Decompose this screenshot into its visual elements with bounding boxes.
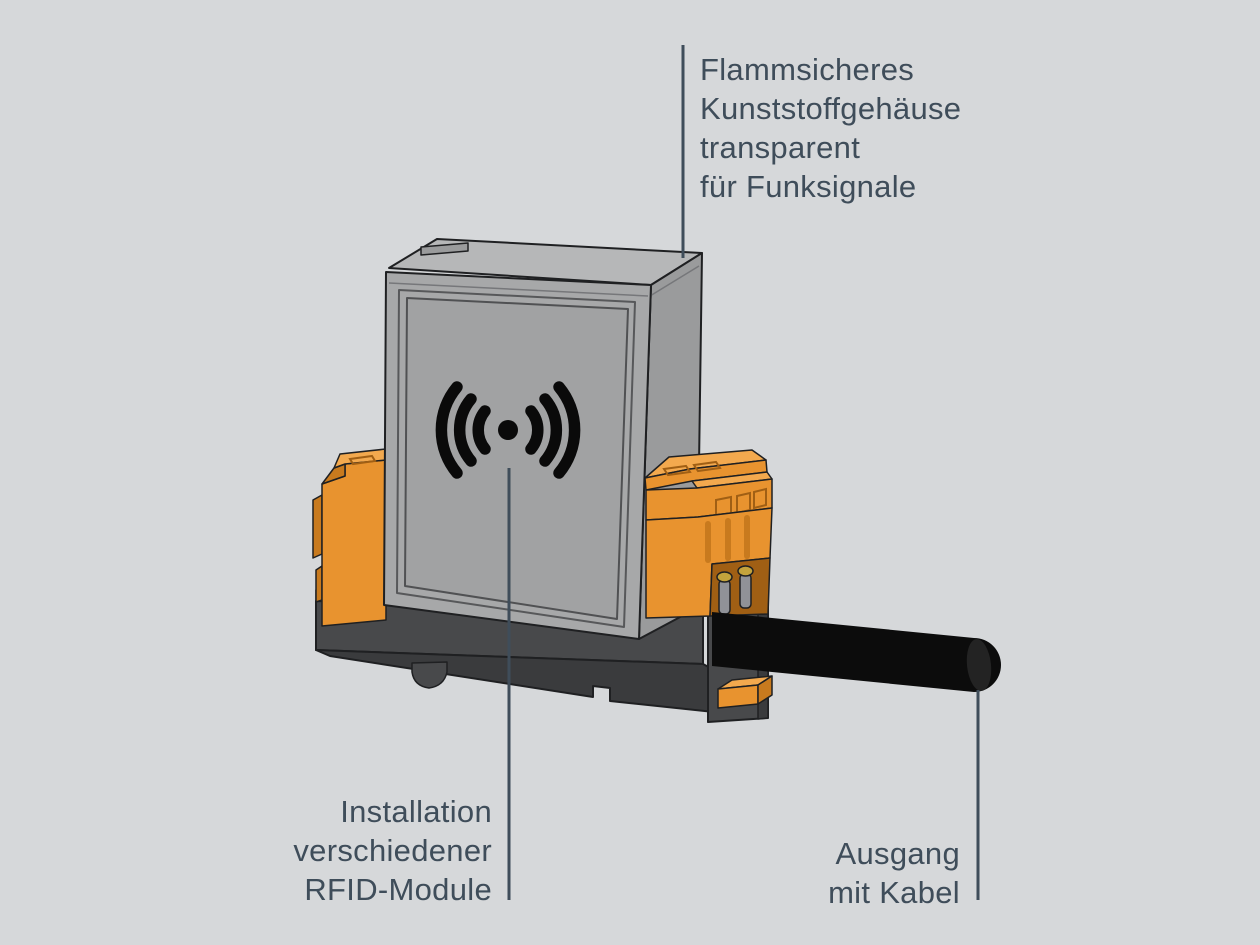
- left-terminal-front-face: [321, 459, 387, 627]
- terminal-window-3: [753, 487, 767, 510]
- label-rfid-line-2: verschiedener: [293, 833, 492, 868]
- label-output-line-1: Ausgang: [835, 836, 960, 871]
- housing: [383, 238, 703, 640]
- rfid-signal-icon: [435, 381, 581, 479]
- left-terminal-slot: [348, 454, 377, 466]
- left-terminal-step-lower: [315, 565, 323, 603]
- rfid-icon-arc-left-3: [435, 381, 463, 479]
- foot-front-face: [717, 684, 759, 709]
- left-terminal-block: [312, 448, 387, 627]
- label-housing: Flammsicheres Kunststoffgehäuse transpar…: [700, 50, 961, 206]
- screw-terminal-2: [737, 565, 754, 609]
- right-terminal-block: [644, 449, 773, 619]
- left-terminal-step-upper: [312, 494, 323, 559]
- label-output-cable: Ausgang mit Kabel: [828, 834, 960, 912]
- housing-top-notch: [420, 242, 469, 256]
- label-housing-line-4: für Funksignale: [700, 169, 917, 204]
- screw-head-1: [716, 571, 733, 583]
- cable-body: [712, 612, 1001, 692]
- rfid-icon-arc-right-2: [539, 393, 563, 467]
- rfid-icon-center-dot: [498, 420, 518, 440]
- label-output-line-2: mit Kabel: [828, 875, 960, 910]
- terminal-pin-1: [718, 579, 731, 615]
- foot-right-face: [757, 675, 773, 705]
- housing-side-chamfer: [649, 265, 700, 297]
- cable-end-cap: [966, 639, 992, 691]
- mounting-foot: [717, 675, 773, 709]
- output-cable: [712, 612, 1001, 692]
- terminal-pin-2: [739, 573, 752, 609]
- rfid-icon-arc-right-1: [525, 405, 544, 455]
- housing-front-chamfer: [388, 282, 649, 297]
- label-housing-line-1: Flammsicheres: [700, 52, 915, 87]
- label-rfid-modules: Installation verschiedener RFID-Module: [293, 792, 492, 909]
- housing-panel-groove: [396, 289, 636, 628]
- right-terminal-slot-2: [692, 460, 722, 473]
- label-rfid-line-3: RFID-Module: [304, 872, 492, 907]
- rfid-icon-arc-left-2: [453, 393, 477, 467]
- screw-head-2: [737, 565, 754, 577]
- right-terminal-slot-1: [662, 464, 692, 477]
- label-rfid-line-1: Installation: [340, 794, 492, 829]
- housing-recessed-panel: [404, 297, 629, 620]
- rfid-icon-arc-right-3: [553, 381, 581, 479]
- rfid-icon-arc-left-1: [472, 405, 491, 455]
- label-housing-line-2: Kunststoffgehäuse: [700, 91, 962, 126]
- base-rail-clip: [411, 661, 448, 689]
- screw-terminal-1: [716, 571, 733, 615]
- label-housing-line-3: transparent: [700, 130, 861, 165]
